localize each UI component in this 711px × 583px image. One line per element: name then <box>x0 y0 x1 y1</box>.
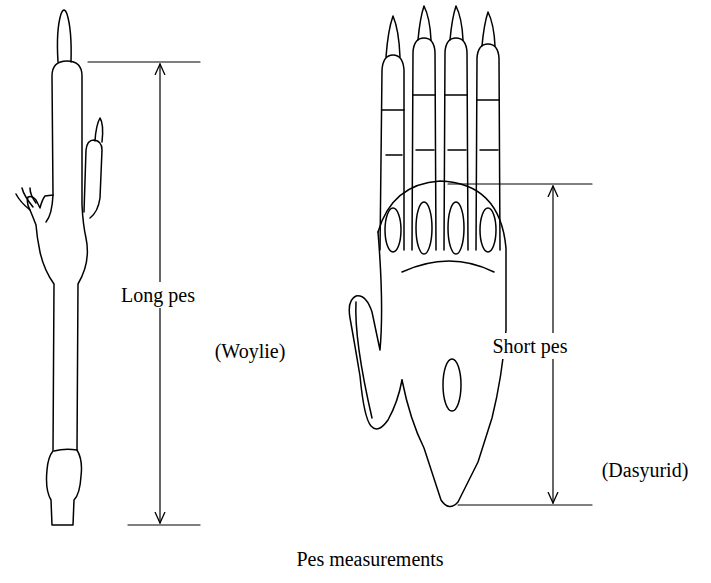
heel-crease <box>54 449 77 451</box>
dimension-label: Long pes <box>118 282 198 308</box>
extension-line <box>448 183 592 184</box>
woylie-foot <box>16 10 103 525</box>
extension-line <box>128 524 200 525</box>
palm-arc <box>402 261 494 272</box>
hallux-nail <box>356 302 372 418</box>
species-label: (Dasyurid) <box>599 457 692 483</box>
toe-pads <box>480 208 496 252</box>
dimension-label: Short pes <box>490 333 571 359</box>
woylie-foot-outline <box>27 61 87 525</box>
claws <box>386 6 495 57</box>
sole-pad <box>443 359 461 411</box>
toe-pads <box>448 202 464 254</box>
dasyurid-foot <box>349 6 506 507</box>
hallux <box>349 232 402 429</box>
toe-pads <box>416 202 432 254</box>
toe-pads <box>385 208 401 252</box>
toe-3 <box>444 38 468 250</box>
species-label: (Woylie) <box>212 338 289 364</box>
toe-4 <box>476 44 500 250</box>
toe-2 <box>412 38 436 250</box>
woylie-toe-line <box>46 195 53 222</box>
figure-caption: Pes measurements <box>293 546 446 572</box>
dasyurid-foot-outline <box>378 181 506 507</box>
long-toe-claw <box>57 10 71 62</box>
fifth-toe-claw <box>95 118 103 142</box>
extension-line <box>88 61 200 62</box>
extension-line <box>458 504 592 505</box>
syndactyl-claws <box>16 188 36 210</box>
fifth-toe <box>84 140 102 218</box>
toe-joints <box>382 95 499 155</box>
dimension-lines <box>88 62 592 525</box>
